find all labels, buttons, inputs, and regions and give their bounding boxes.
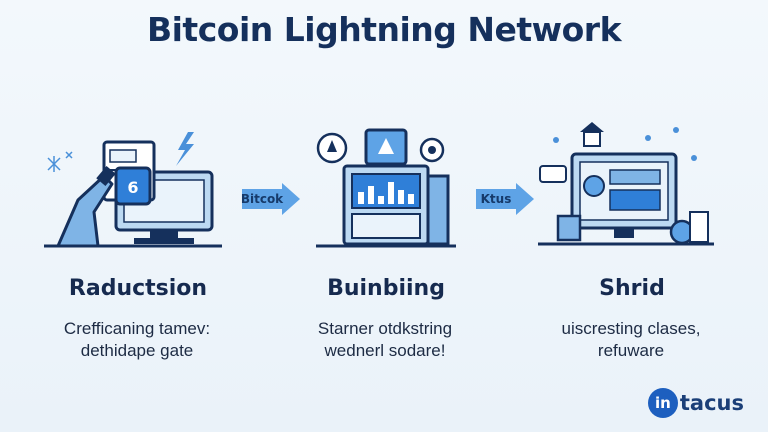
logo-text: tacus — [679, 391, 744, 415]
step-1-name: Raductsion — [68, 276, 208, 301]
page-title: Bitcoin Lightning Network — [146, 10, 622, 49]
locker-icon — [556, 214, 582, 242]
brand-logo: in tacus — [647, 388, 744, 418]
arrow-1: Bitcok — [241, 183, 300, 215]
research-illustration: 6 — [44, 132, 222, 248]
sparkle-icon — [47, 151, 73, 172]
phone-icon: 6 — [114, 166, 152, 206]
step-1-desc-line-2: dethidape gate — [80, 341, 194, 360]
step-3-desc: uiscresting clases, refuware — [516, 318, 746, 362]
monitor-icon — [570, 152, 678, 238]
flask-icon — [44, 166, 222, 248]
step-1-desc-line-1: Crefficaning tamev: — [63, 319, 211, 338]
phone-digit: 6 — [127, 178, 138, 197]
building-illustration — [316, 128, 456, 248]
machine-icon — [316, 128, 456, 248]
arrow-1-label: Bitcok — [241, 192, 284, 206]
arrow-2-label: Ktus — [481, 192, 512, 206]
logo-badge: in — [647, 388, 678, 418]
step-2-desc-line-2: wednerl sodare! — [324, 341, 446, 360]
gear-icon — [419, 137, 445, 163]
step-3-desc-line-2: refuware — [597, 341, 665, 360]
chat-bubble-icon — [539, 165, 567, 183]
step-2-name: Buinbiing — [327, 276, 445, 301]
shared-illustration — [538, 122, 714, 246]
idea-icon — [316, 132, 348, 164]
step-2-desc-line-1: Starner otdkstring — [317, 319, 453, 338]
house-icon — [580, 122, 604, 147]
step-3-name: Shrid — [599, 276, 665, 301]
step-2-desc: Starner otdkstring wednerl sodare! — [270, 318, 500, 362]
coin-icon — [669, 211, 709, 245]
arrow-2: Ktus — [476, 183, 534, 215]
step-1-desc: Crefficaning tamev: dethidape gate — [22, 318, 252, 362]
lightning-icon — [176, 132, 194, 166]
network-dots-icon — [553, 127, 697, 161]
step-3-desc-line-1: uiscresting clases, — [561, 319, 701, 338]
